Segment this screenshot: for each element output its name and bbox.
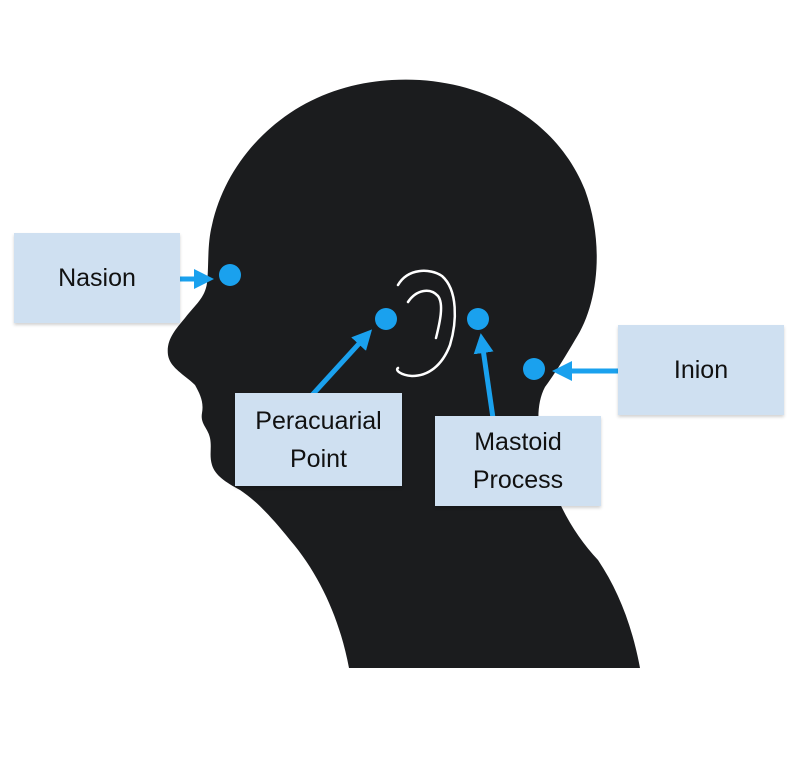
peracuarial-label-box: Peracuarial Point <box>235 393 402 486</box>
mastoid-label-box: Mastoid Process <box>435 416 601 506</box>
peracuarial-marker <box>375 308 397 330</box>
nasion-label: Nasion <box>58 264 136 292</box>
mastoid-label-line-1: Mastoid <box>474 428 562 456</box>
inion-label: Inion <box>673 356 729 384</box>
nasion-marker <box>219 264 241 286</box>
inion-marker <box>523 358 545 380</box>
peracuarial-label-line-1: Peracuarial <box>255 406 382 435</box>
nasion-label-box: Nasion <box>14 233 180 323</box>
mastoid-arrow <box>473 333 497 426</box>
mastoid-marker <box>467 308 489 330</box>
mastoid-label-line-2: Process <box>472 466 564 494</box>
inion-label-box: Inion <box>618 325 784 415</box>
peracuarial-label-line-2: Point <box>290 444 347 473</box>
ear-outline <box>395 269 457 378</box>
